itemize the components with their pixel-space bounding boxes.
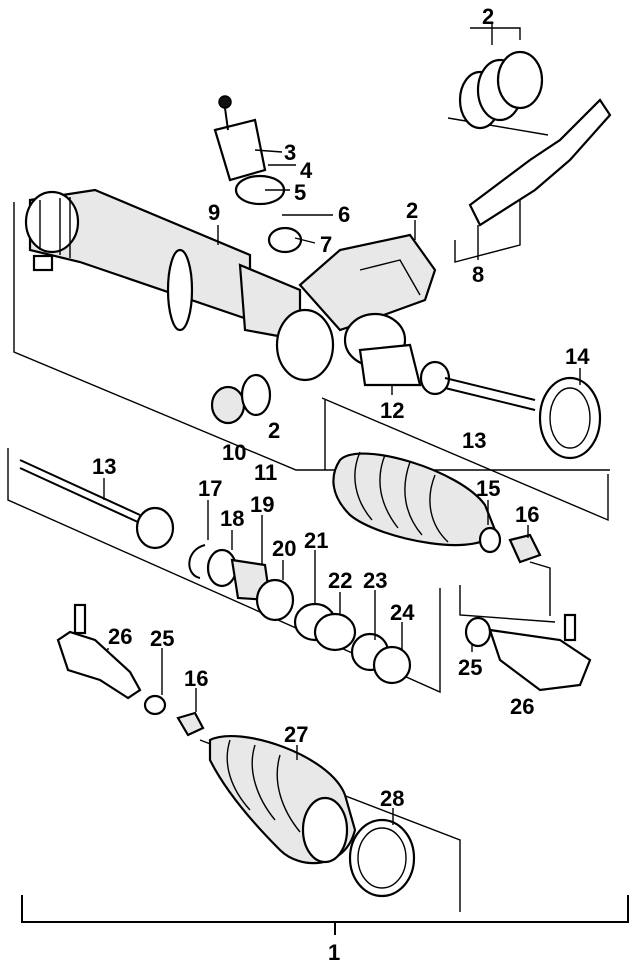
clamp-28 xyxy=(348,818,416,898)
callout-5: 5 xyxy=(294,180,306,205)
callout-27: 27 xyxy=(284,722,308,747)
callout-labels: 1 2 2 2 3 4 5 6 7 8 9 10 11 12 13 13 14 … xyxy=(92,4,590,965)
callout-12: 12 xyxy=(380,398,404,423)
callout-3: 3 xyxy=(284,140,296,165)
boot-27 xyxy=(199,735,461,912)
callout-8: 8 xyxy=(472,262,484,287)
callout-19: 19 xyxy=(250,492,274,517)
callout-14: 14 xyxy=(565,344,590,369)
middle-panel-outline xyxy=(7,448,441,694)
callout-16-left: 16 xyxy=(184,666,208,691)
callout-21: 21 xyxy=(304,528,328,553)
callout-1: 1 xyxy=(328,940,340,965)
assembly-bracket xyxy=(21,895,629,935)
callout-4: 4 xyxy=(300,158,313,183)
callout-11: 11 xyxy=(254,460,277,485)
callout-13-right: 13 xyxy=(462,428,486,453)
seal-ring-set xyxy=(188,544,412,685)
outer-tie-rod-right xyxy=(459,585,592,692)
clamp-14 xyxy=(538,376,602,460)
callout-17: 17 xyxy=(198,476,222,501)
callout-16-right: 16 xyxy=(515,502,539,527)
callout-2-seal-kit: 2 xyxy=(482,4,494,29)
callout-28: 28 xyxy=(380,786,404,811)
callout-9: 9 xyxy=(208,200,220,225)
rack-housing xyxy=(24,188,302,342)
outer-tie-rod-left xyxy=(56,603,205,737)
seal-kit-upper xyxy=(447,27,549,136)
callout-20: 20 xyxy=(272,536,296,561)
cover-plate-assembly xyxy=(213,95,303,254)
callout-26-left: 26 xyxy=(108,624,132,649)
housing-panel-outline xyxy=(13,202,610,522)
inner-tie-rod-left xyxy=(19,459,175,550)
callout-26-right: 26 xyxy=(510,694,534,719)
leader-lines xyxy=(103,24,581,825)
callout-6: 6 xyxy=(338,202,350,227)
boot-15 xyxy=(332,451,502,554)
callout-7: 7 xyxy=(320,232,332,257)
inner-tie-rod-right xyxy=(358,343,536,411)
callout-24: 24 xyxy=(390,600,415,625)
callout-25-right: 25 xyxy=(458,655,482,680)
callout-22: 22 xyxy=(328,568,352,593)
callout-13-left: 13 xyxy=(92,454,116,479)
callout-2-pinion: 2 xyxy=(268,418,280,443)
callout-23: 23 xyxy=(363,568,387,593)
callout-2-valve: 2 xyxy=(406,198,418,223)
adjuster-plug xyxy=(210,373,272,425)
callout-15: 15 xyxy=(476,476,500,501)
input-shaft xyxy=(454,98,612,263)
nut-16-right xyxy=(508,533,551,616)
callout-18: 18 xyxy=(220,506,244,531)
callout-10: 10 xyxy=(222,440,246,465)
callout-25-left: 25 xyxy=(150,626,174,651)
